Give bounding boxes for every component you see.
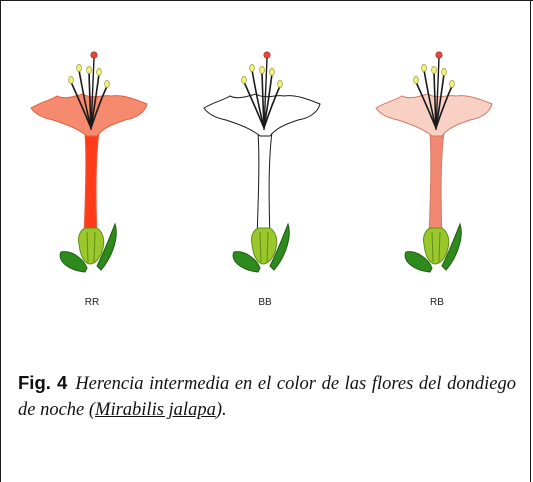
stamen-filament <box>78 69 92 129</box>
stamen-anther <box>68 76 74 84</box>
leaf-left <box>232 251 261 273</box>
stamen-filament <box>435 85 453 129</box>
flower-style <box>90 57 95 131</box>
flower-calyx <box>423 227 450 265</box>
flower-corolla <box>203 93 321 137</box>
flower-rr-drawing <box>30 51 148 273</box>
frame-border-left <box>0 0 1 482</box>
flower-label-bb: BB <box>258 297 272 308</box>
stamen-anther <box>104 80 110 88</box>
stamen-anther <box>413 76 419 84</box>
stamen-anther <box>421 64 427 72</box>
leaf-left <box>59 251 88 273</box>
stamen-anther <box>277 80 283 88</box>
figure-number: Fig. 4 <box>18 372 68 393</box>
calyx-vein <box>86 231 89 263</box>
stamen-anther <box>259 66 265 74</box>
stamen-filament <box>251 69 265 129</box>
stamen-anther <box>431 66 437 74</box>
stamen-anther <box>269 68 275 76</box>
calyx-vein <box>259 231 262 263</box>
stamen-filament <box>263 85 281 129</box>
flower-rb <box>372 44 502 284</box>
flower-tube <box>256 131 273 241</box>
flower-style <box>435 57 440 131</box>
calyx-vein <box>438 231 441 263</box>
leaf-right <box>96 222 117 271</box>
stamen-anther <box>76 64 82 72</box>
flower-rb-drawing <box>375 51 493 273</box>
stamen-anther <box>86 66 92 74</box>
flower-label-rb: RB <box>430 297 444 308</box>
caption-text-end: ). <box>215 400 227 420</box>
flower-calyx <box>78 227 105 265</box>
flower-tube <box>83 131 100 241</box>
leaf-right <box>269 222 290 271</box>
stamen-anther <box>241 76 247 84</box>
flower-bb <box>200 44 330 284</box>
flower-stigma <box>435 51 443 59</box>
flower-corolla <box>30 93 148 137</box>
leaf-right <box>441 222 462 271</box>
flower-label-rr: RR <box>84 297 100 308</box>
calyx-vein <box>431 231 434 263</box>
calyx-vein <box>93 231 96 263</box>
stamen-filament <box>423 69 437 129</box>
stamen-anther <box>441 68 447 76</box>
flower-style <box>263 57 268 131</box>
stamen-anther <box>249 64 255 72</box>
stamen-anther <box>96 68 102 76</box>
stamen-filament <box>90 85 108 129</box>
flower-calyx <box>251 227 278 265</box>
calyx-vein <box>266 231 269 263</box>
flower-corolla <box>375 93 493 137</box>
frame-border-right <box>530 0 531 482</box>
frame-border-top <box>0 0 533 1</box>
caption-text-start: Herencia intermedia en el color de las f… <box>18 374 516 420</box>
leaf-left <box>404 251 433 273</box>
flower-stigma <box>90 51 98 59</box>
flower-rr <box>27 44 157 284</box>
stamen-anther <box>449 80 455 88</box>
species-name: Mirabilis jalapa <box>95 400 216 420</box>
flower-stigma <box>263 51 271 59</box>
flower-tube <box>428 131 445 241</box>
flower-bb-drawing <box>203 51 321 273</box>
caption-text: Herencia intermedia en el color de las f… <box>18 374 516 420</box>
